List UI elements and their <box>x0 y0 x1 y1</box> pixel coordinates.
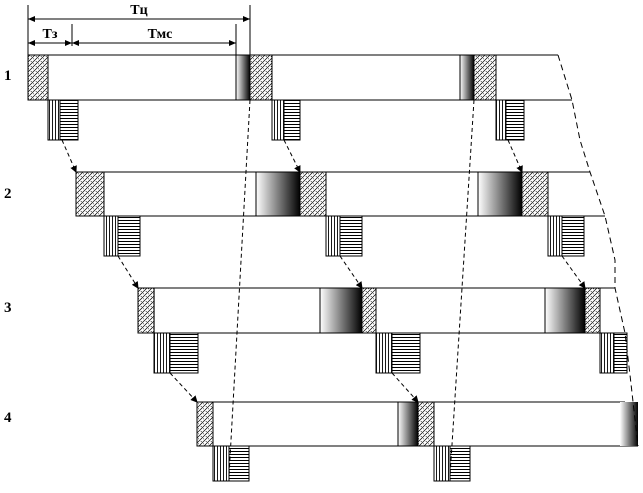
cycle-time-label: Тц <box>130 3 147 18</box>
flow-arrows <box>61 99 586 477</box>
load-time-label: Тз <box>43 27 58 42</box>
right-boundary <box>557 54 639 447</box>
row-2-timeline <box>75 171 605 257</box>
machine-time-label: Тмс <box>148 27 173 42</box>
row-label-2: 2 <box>4 186 12 202</box>
row-1-timeline <box>27 54 572 141</box>
dimension-annotations: Тц Тз Тмс <box>27 3 251 55</box>
row-label-1: 1 <box>4 68 12 84</box>
row-labels: 1 2 3 4 <box>4 68 12 426</box>
row-4-timeline <box>196 401 638 482</box>
row-3-timeline <box>137 287 628 374</box>
row-label-3: 3 <box>4 300 12 316</box>
row-label-4: 4 <box>4 410 12 426</box>
